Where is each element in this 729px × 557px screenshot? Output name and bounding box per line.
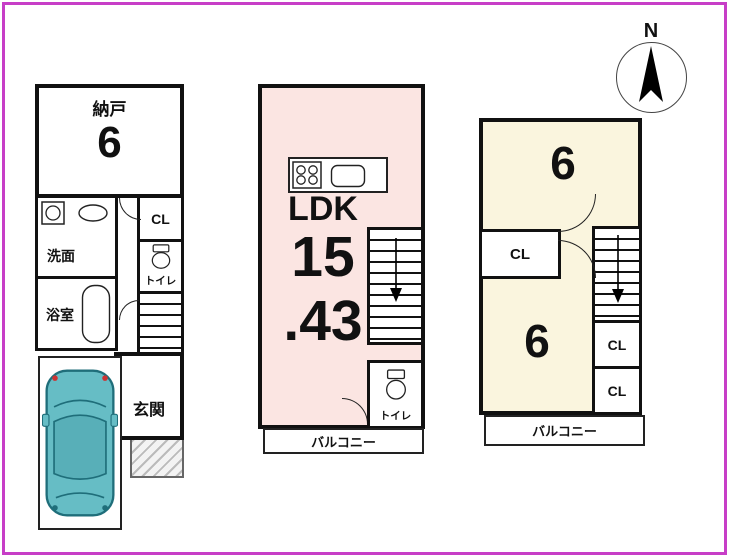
bathroom: 浴室 xyxy=(35,276,118,351)
stairs-2f-icon xyxy=(367,227,424,345)
bathtub-icon xyxy=(81,284,111,344)
washbasin-icon xyxy=(76,203,110,223)
washroom-label: 洗面 xyxy=(47,248,75,264)
entrance-porch xyxy=(130,438,184,478)
entrance-label: 玄関 xyxy=(132,402,165,419)
ldk-size-int: 15 xyxy=(291,225,355,289)
washroom: 洗面 xyxy=(35,195,118,279)
washing-machine-icon xyxy=(41,201,65,225)
stairs-1f-icon xyxy=(137,291,184,357)
closet-3f-main: CL xyxy=(479,229,561,279)
toilet-icon-1f xyxy=(148,244,174,270)
stairs-arrow-icon xyxy=(387,236,405,302)
compass-circle xyxy=(616,42,687,113)
storage-room-label: 納戸 xyxy=(92,100,127,119)
ldk-size-frac: .43 xyxy=(283,289,363,354)
parking-space xyxy=(38,356,122,530)
bedroom-bottom-size: 6 xyxy=(524,315,550,367)
stairs-3f-icon xyxy=(592,226,642,324)
closet-3f-b-label: CL xyxy=(607,382,627,399)
toilet-label-2f: トイレ xyxy=(379,410,412,422)
closet-3f-main-label: CL xyxy=(510,245,530,263)
toilet-icon-2f xyxy=(382,369,410,401)
closet-3f-a: CL xyxy=(592,320,642,369)
toilet-label-1f: トイレ xyxy=(144,275,177,287)
balcony-2f-label: バルコニー xyxy=(311,434,376,450)
kitchen-counter xyxy=(288,157,388,193)
toilet-room-2f: トイレ xyxy=(367,360,424,429)
balcony-3f-label: バルコニー xyxy=(532,424,597,439)
balcony-3f: バルコニー xyxy=(484,415,645,446)
balcony-2f: バルコニー xyxy=(263,428,424,454)
bedroom-top-size: 6 xyxy=(550,137,576,189)
closet-1f-label: CL xyxy=(151,210,170,227)
stairs-arrow-icon xyxy=(609,233,627,303)
storage-room-size: 6 xyxy=(97,118,122,167)
closet-3f-b: CL xyxy=(592,366,642,415)
compass-north-label: N xyxy=(643,20,659,42)
closet-3f-a-label: CL xyxy=(607,336,627,353)
bathroom-label: 浴室 xyxy=(46,307,74,323)
toilet-room-1f: トイレ xyxy=(137,239,184,294)
ldk-label: LDK xyxy=(288,190,358,228)
stove-icon xyxy=(292,161,322,189)
ldk-room-label-block: LDK 15 .43 xyxy=(262,190,384,354)
car-illustration xyxy=(42,362,118,524)
compass-needle-icon xyxy=(636,46,666,108)
entrance-room: 玄関 xyxy=(114,352,184,440)
closet-1f: CL xyxy=(137,195,184,242)
storage-room: 納戸 6 xyxy=(35,84,184,198)
sink-icon xyxy=(330,164,366,188)
